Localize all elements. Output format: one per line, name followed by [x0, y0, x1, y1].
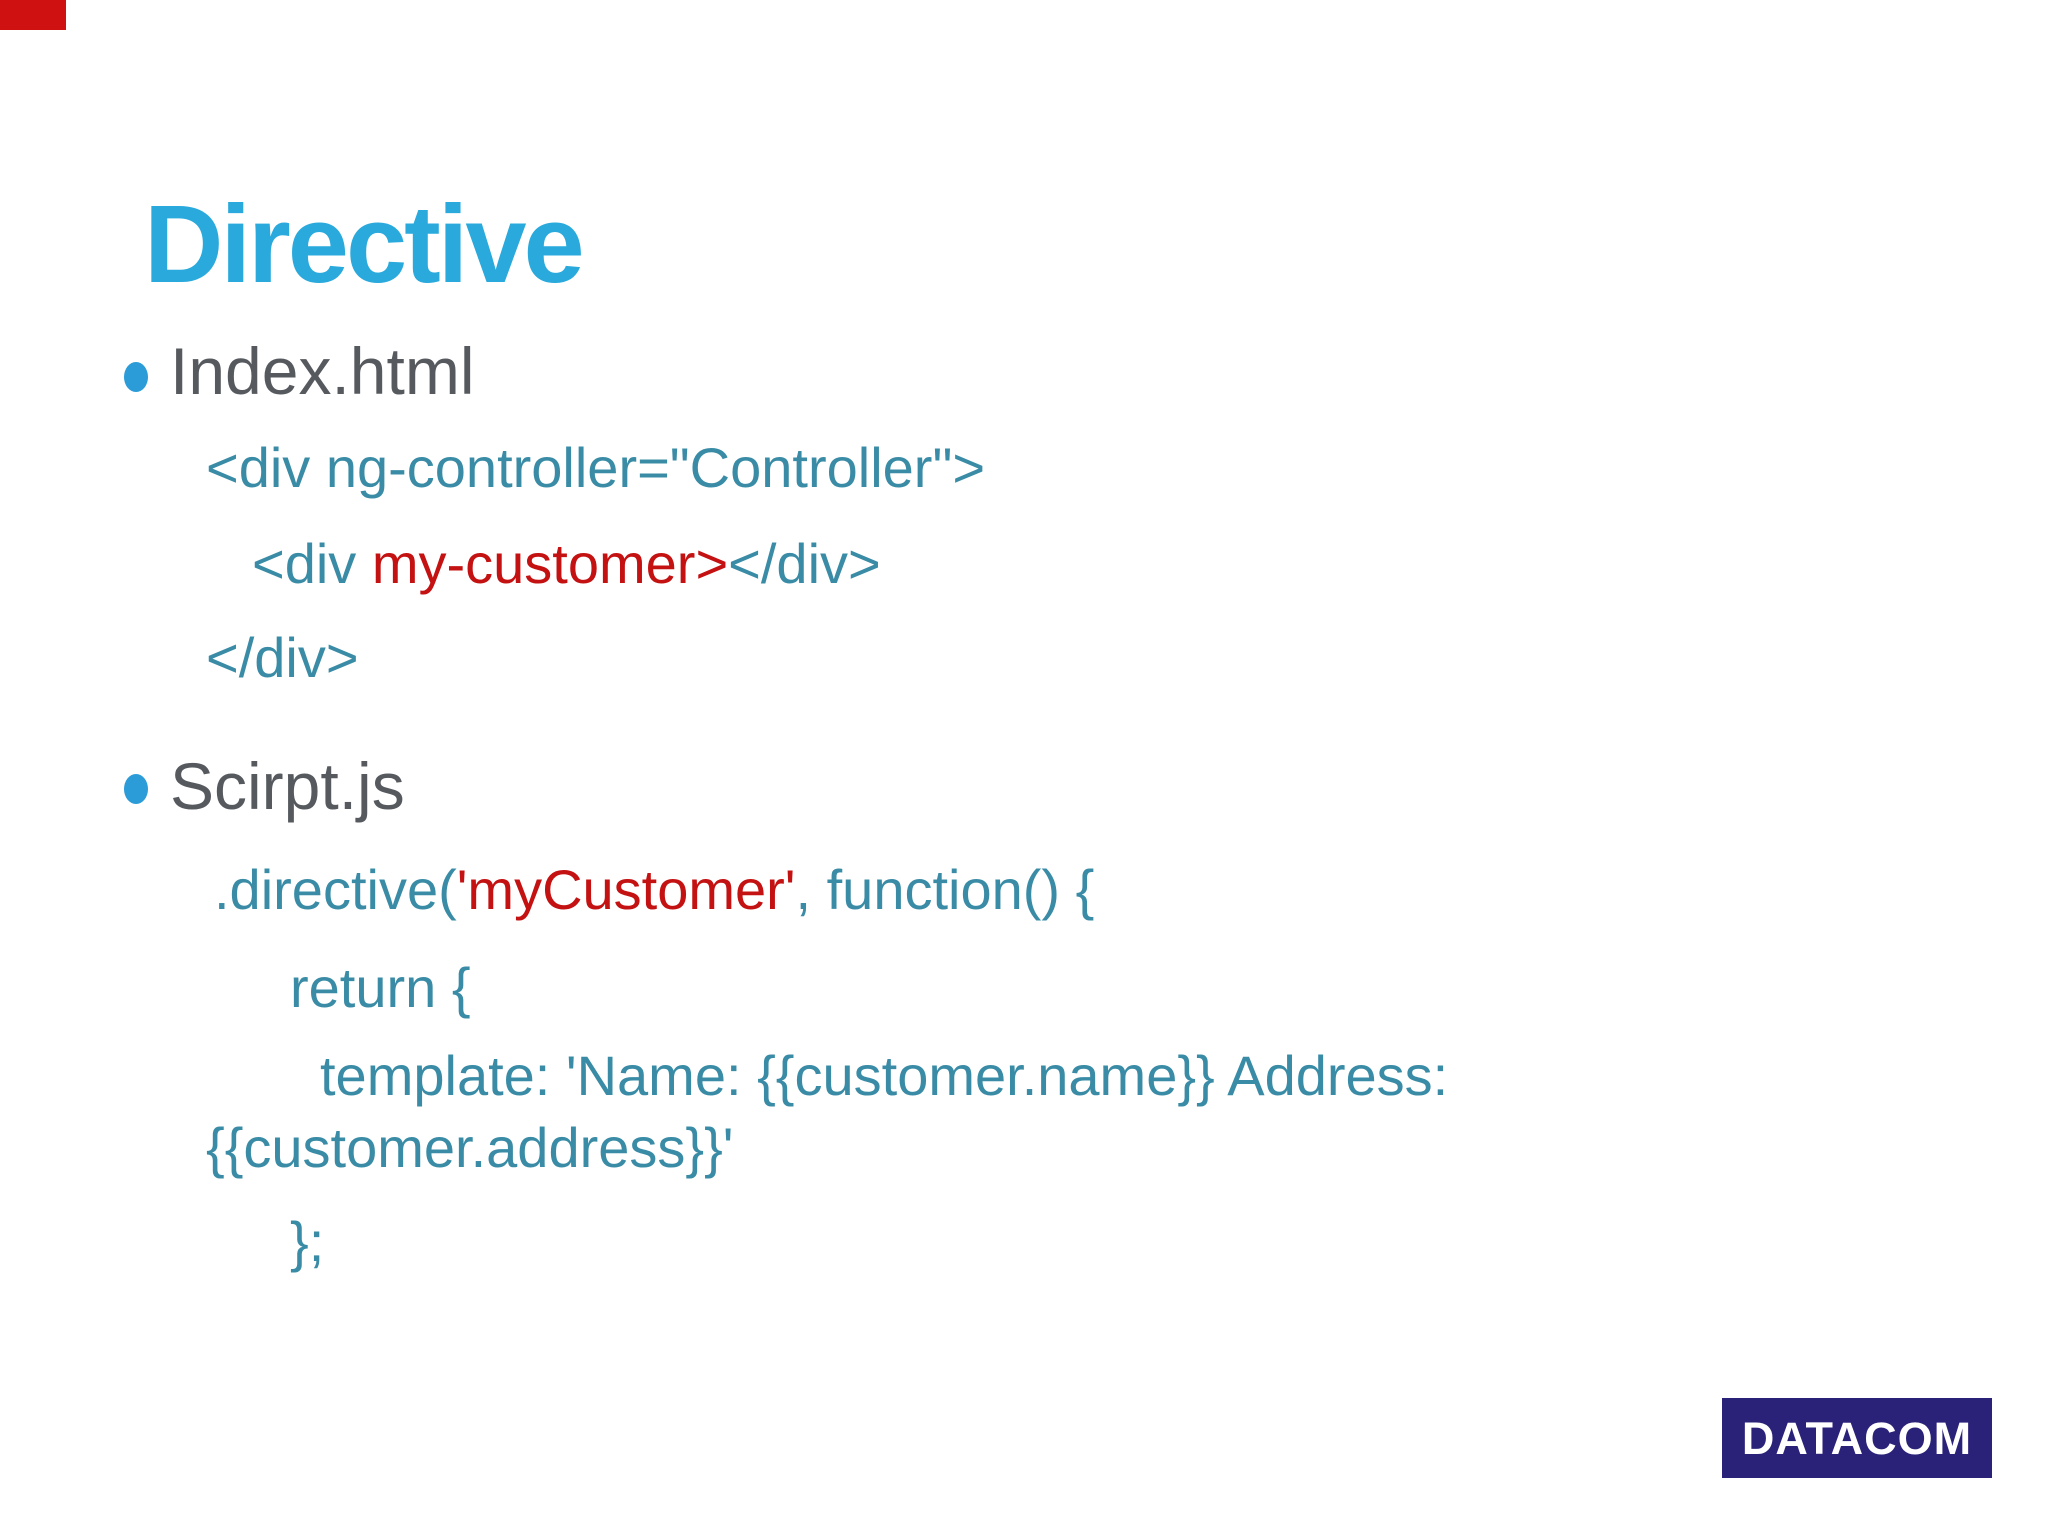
section-label-index-html: Index.html: [170, 334, 475, 408]
code-fragment: , function() {: [795, 858, 1095, 921]
code-fragment-highlight: 'myCustomer': [456, 858, 796, 921]
code-line: template: 'Name: {{customer.name}} Addre…: [320, 1044, 1448, 1108]
bullet-icon: [124, 362, 148, 392]
slide-title: Directive: [144, 183, 585, 306]
code-line: };: [290, 1210, 324, 1274]
code-line: <div ng-controller="Controller">: [206, 436, 985, 500]
section-label-script-js: Scirpt.js: [170, 749, 405, 823]
datacom-logo: DATACOM: [1722, 1398, 1992, 1478]
code-fragment-highlight: my-customer>: [371, 532, 729, 595]
code-fragment: .directive(: [214, 858, 457, 921]
code-line: <div my-customer></div>: [252, 532, 881, 596]
datacom-logo-text: DATACOM: [1741, 1412, 1973, 1464]
code-line: .directive('myCustomer', function() {: [214, 858, 1094, 922]
code-line: {{customer.address}}': [206, 1116, 734, 1180]
code-fragment: <div: [252, 532, 372, 595]
code-fragment: <div ng-controller="Controller">: [206, 436, 986, 499]
code-fragment: return {: [290, 956, 471, 1019]
bullet-icon: [124, 774, 148, 804]
code-fragment: </div>: [728, 532, 881, 595]
code-fragment: template: 'Name: {{customer.name}} Addre…: [320, 1044, 1449, 1107]
code-line: </div>: [206, 626, 359, 690]
recording-marker: [0, 0, 66, 30]
code-line: return {: [290, 956, 471, 1020]
code-fragment: </div>: [206, 626, 359, 689]
code-fragment: {{customer.address}}': [206, 1116, 734, 1179]
code-fragment: };: [290, 1210, 325, 1273]
